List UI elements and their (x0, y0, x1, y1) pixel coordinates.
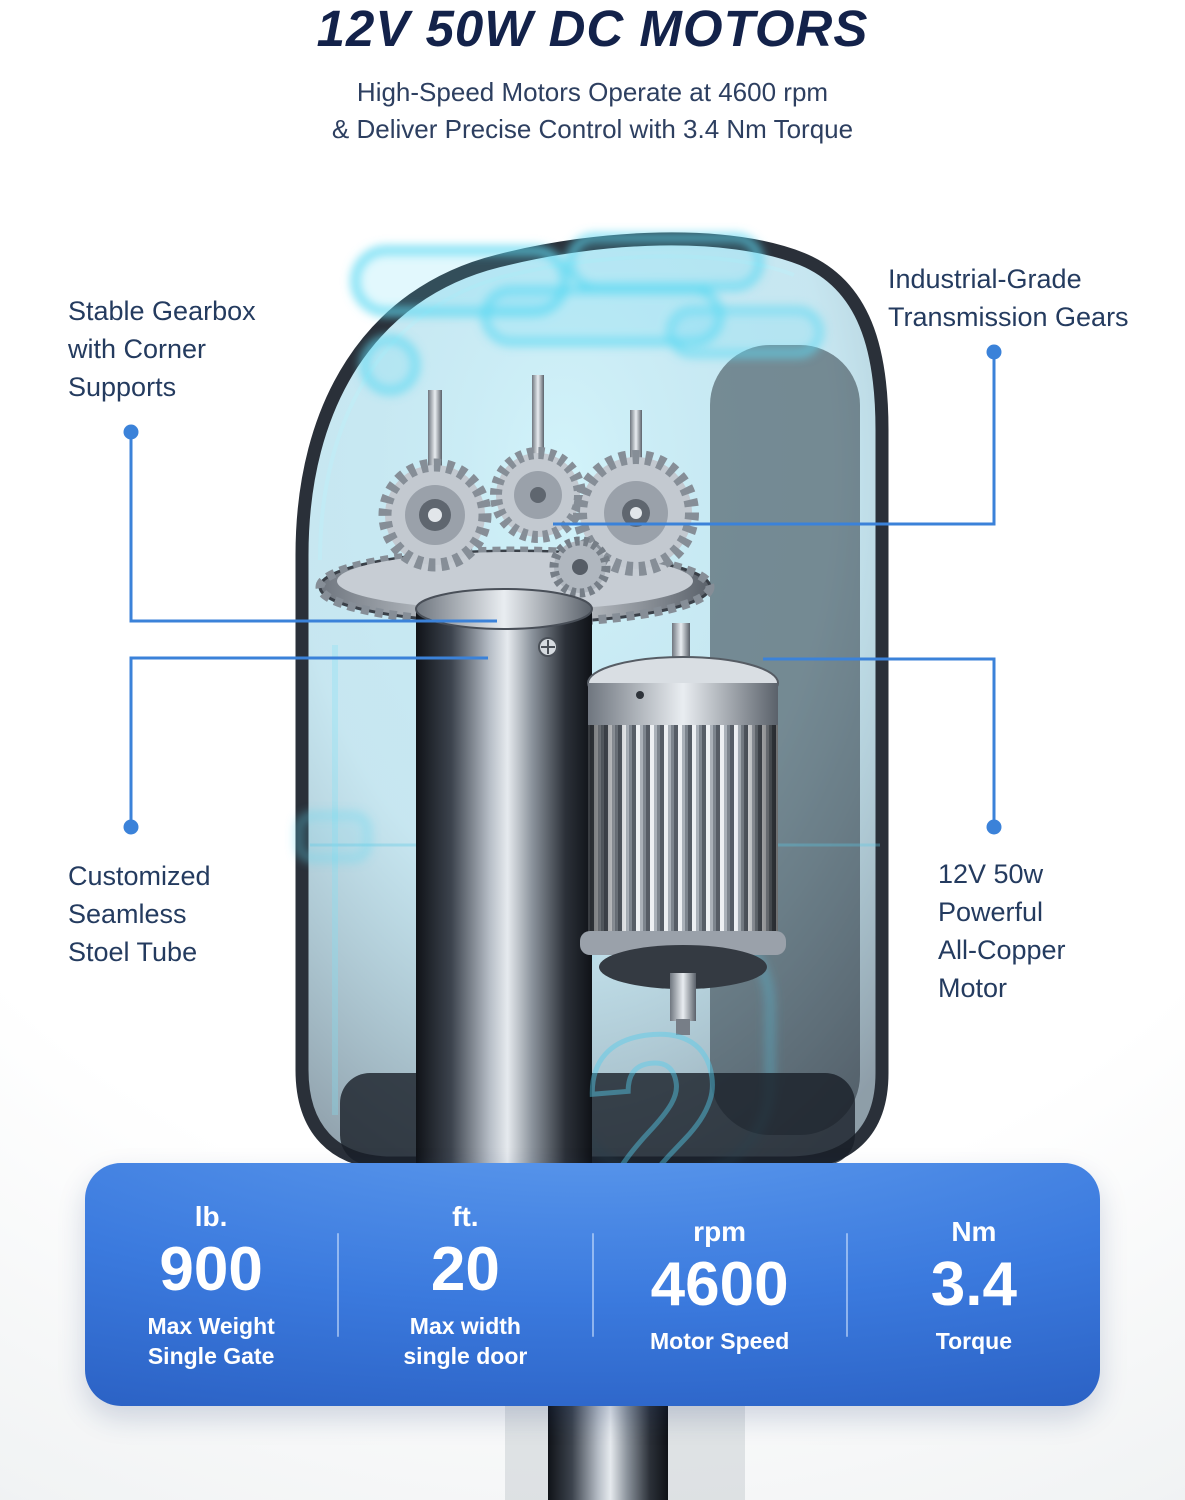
gear (549, 536, 611, 598)
stat-divider (591, 1232, 594, 1337)
callout-gearbox: Stable Gearbox with Corner Supports (68, 296, 256, 402)
callout-steel-tube: Customized Seamless Stoel Tube (68, 861, 211, 967)
motor (580, 623, 786, 1035)
subtitle: High-Speed Motors Operate at 4600 rpm & … (331, 77, 854, 144)
stat-value: 20 (430, 1234, 500, 1304)
stat-caption: Motor Speed (649, 1327, 790, 1354)
callout-dot-gearbox (123, 424, 139, 440)
stat-unit: Nm (951, 1215, 997, 1247)
stat-value: 3.4 (930, 1249, 1017, 1319)
stat-unit: ft. (452, 1200, 479, 1232)
callout-dot-motor (986, 819, 1002, 835)
stats-panel: lb. 900 Max Weight Single Gate ft. 20 Ma… (85, 1163, 1100, 1406)
stat-caption: Max Weight Single Gate (147, 1312, 275, 1369)
stat-max-weight: lb. 900 Max Weight Single Gate (85, 1163, 337, 1406)
stat-divider (845, 1232, 848, 1337)
page-title: 12V 50W DC MOTORS (316, 0, 869, 57)
stat-torque: Nm 3.4 Torque (848, 1163, 1100, 1406)
stat-caption: Max width single door (403, 1312, 528, 1369)
callout-transmission-gears: Industrial-Grade Transmission Gears (888, 264, 1129, 332)
stat-motor-speed: rpm 4600 Motor Speed (594, 1163, 846, 1406)
callout-dot-gears (986, 344, 1002, 360)
stat-caption: Torque (935, 1327, 1012, 1354)
stat-value: 4600 (650, 1249, 789, 1319)
gear (378, 458, 492, 572)
stat-divider (337, 1232, 340, 1337)
callout-motor: 12V 50w Powerful All-Copper Motor (938, 859, 1066, 1003)
gear (490, 447, 586, 543)
stat-unit: rpm (693, 1215, 747, 1247)
callout-dot-steel-tube (123, 819, 139, 835)
stat-value: 900 (159, 1234, 263, 1304)
stat-max-width: ft. 20 Max width single door (339, 1163, 591, 1406)
steel-tube (415, 588, 593, 1163)
stat-unit: lb. (194, 1200, 228, 1232)
